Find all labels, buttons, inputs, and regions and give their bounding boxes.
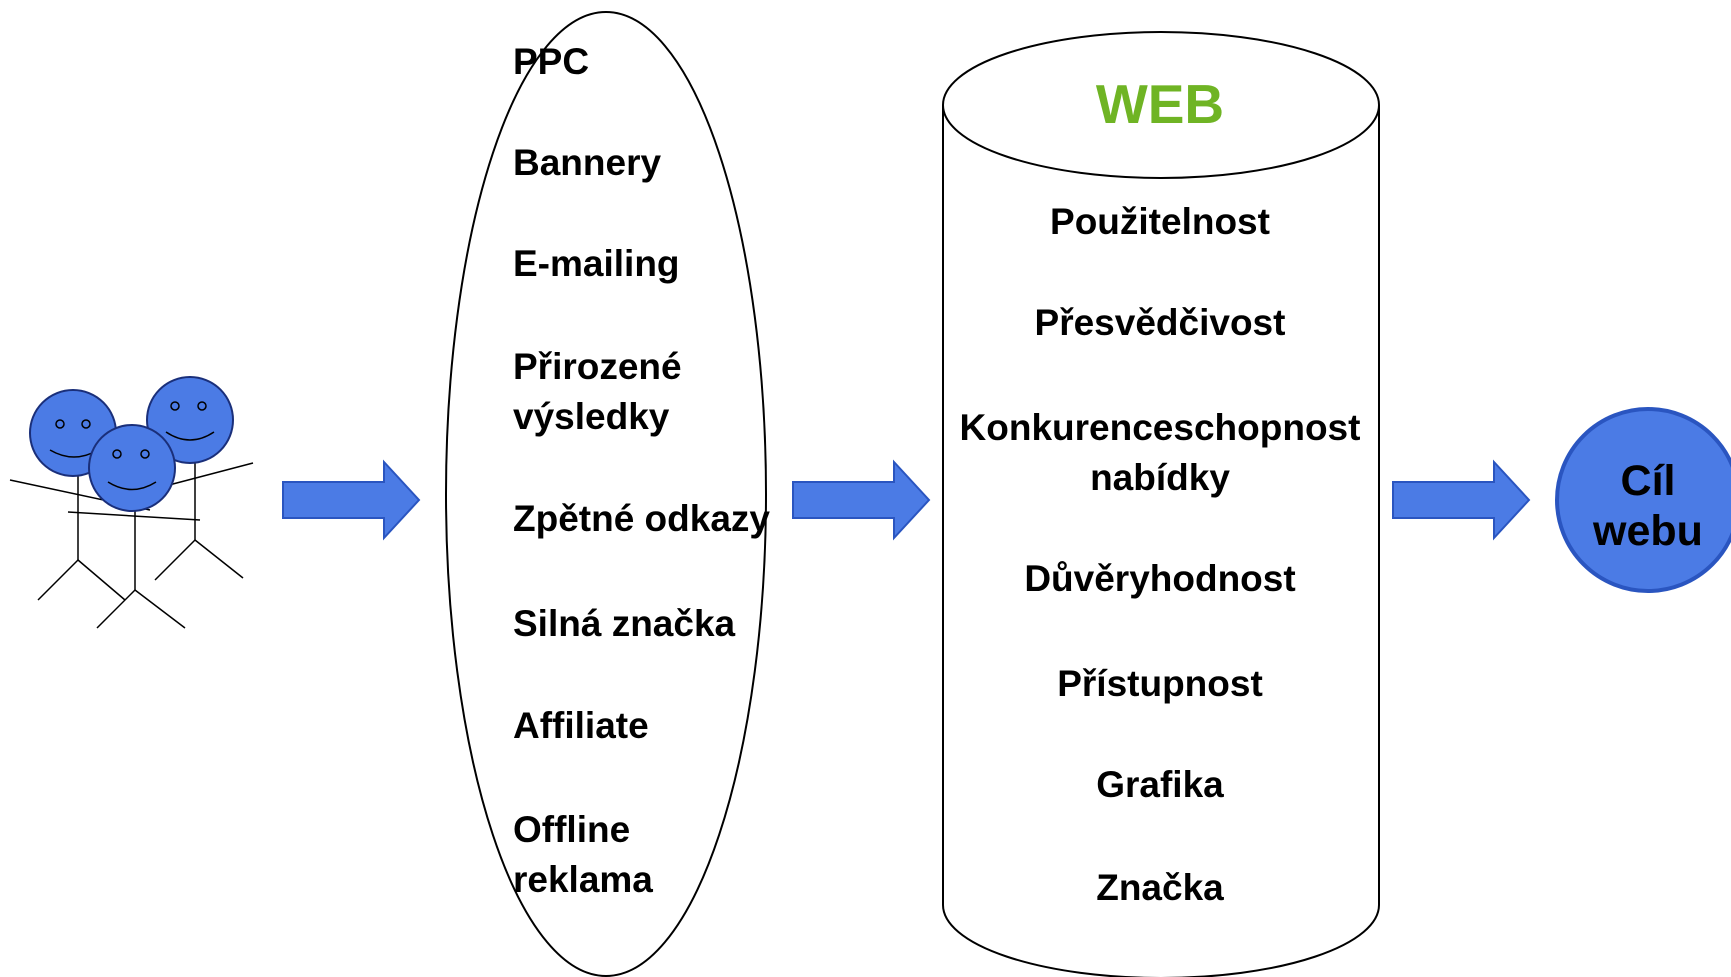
- channel-label: E-mailing: [513, 243, 680, 284]
- channel-label-line2: reklama: [513, 859, 653, 900]
- channel-label: Silná značka: [513, 603, 736, 644]
- web-factor-label: Konkurenceschopnost: [959, 407, 1361, 448]
- web-factor-label: Grafika: [1096, 764, 1224, 805]
- web-cylinder: [942, 31, 1380, 977]
- goal-label: Cíl: [1620, 457, 1676, 505]
- channel-label: Zpětné odkazy: [513, 498, 770, 539]
- web-factor-label: Přístupnost: [1057, 663, 1263, 704]
- channel-label-line2: výsledky: [513, 396, 670, 437]
- web-factor-label: Přesvědčivost: [1034, 302, 1286, 343]
- web-factor-label: Použitelnost: [1050, 201, 1270, 242]
- right-arrow-icon: [792, 459, 931, 541]
- channel-label: PPC: [513, 41, 590, 82]
- web-factor-label: Značka: [1096, 867, 1224, 908]
- channel-label: Bannery: [513, 142, 662, 183]
- smiley-head-front: [88, 424, 176, 512]
- goal-label-line2: webu: [1593, 507, 1703, 555]
- web-factor-label: Důvěryhodnost: [1024, 558, 1296, 599]
- channel-label: Affiliate: [513, 705, 649, 746]
- channels-ellipse: [445, 11, 767, 977]
- web-factor-label-line2: nabídky: [1090, 457, 1230, 498]
- right-arrow-icon: [1392, 459, 1531, 541]
- smiley-head-right: [146, 376, 234, 464]
- web-title: WEB: [1095, 73, 1225, 135]
- channel-label: Offline: [513, 809, 631, 850]
- goal-circle: [1555, 407, 1731, 593]
- channel-label: Přirozené: [513, 346, 682, 387]
- right-arrow-icon: [282, 459, 421, 541]
